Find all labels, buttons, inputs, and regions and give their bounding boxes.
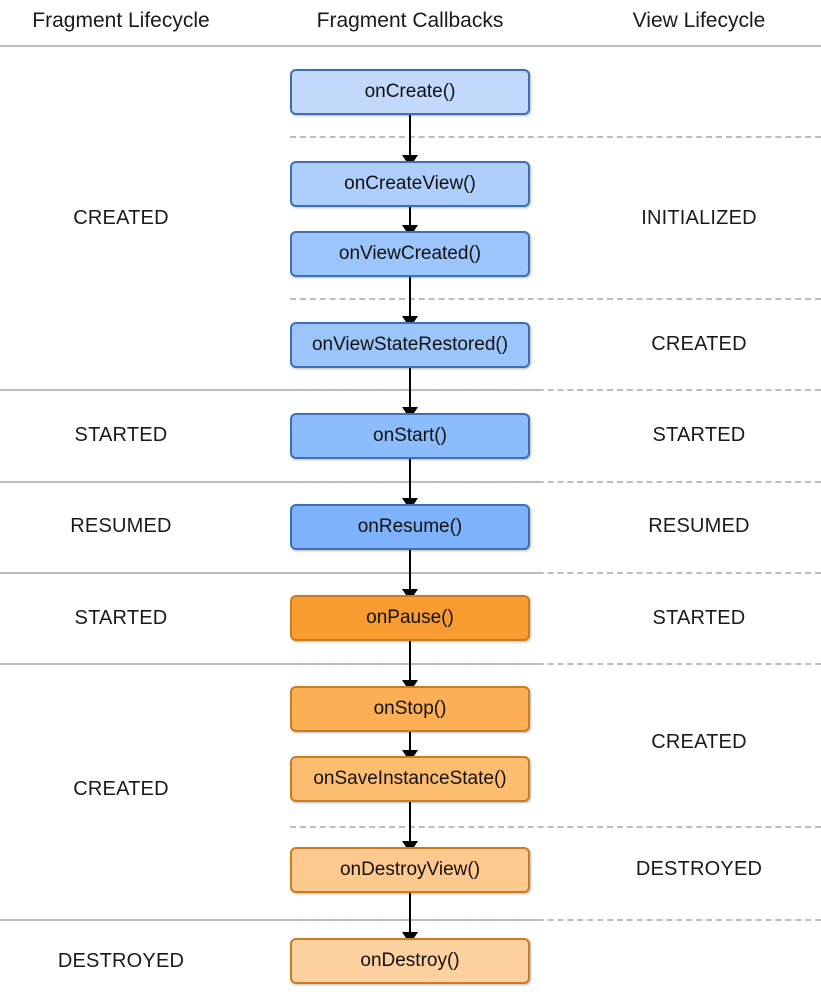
view-state-created: CREATED bbox=[651, 333, 747, 355]
column-header-view-lifecycle: View Lifecycle bbox=[632, 9, 766, 32]
callback-box-onsaveinstancestate[interactable]: onSaveInstanceState() bbox=[290, 756, 530, 802]
fragment-state-divider bbox=[0, 389, 540, 391]
callback-box-onresume[interactable]: onResume() bbox=[290, 504, 530, 550]
callback-box-onpause[interactable]: onPause() bbox=[290, 595, 530, 641]
view-state-resumed: RESUMED bbox=[648, 515, 750, 537]
arrow-shaft bbox=[409, 115, 411, 155]
arrow-shaft bbox=[409, 277, 411, 316]
callback-box-ondestroyview[interactable]: onDestroyView() bbox=[290, 847, 530, 893]
callback-box-onstart[interactable]: onStart() bbox=[290, 413, 530, 459]
arrow-shaft bbox=[409, 368, 411, 407]
fragment-state-resumed: RESUMED bbox=[70, 515, 172, 537]
view-state-started: STARTED bbox=[652, 607, 746, 629]
column-header-row: Fragment Lifecycle Fragment Callbacks Vi… bbox=[0, 0, 821, 45]
callback-box-onviewcreated[interactable]: onViewCreated() bbox=[290, 231, 530, 277]
view-state-created: CREATED bbox=[651, 731, 747, 753]
arrow-shaft bbox=[409, 732, 411, 750]
callback-box-ondestroy[interactable]: onDestroy() bbox=[290, 938, 530, 984]
fragment-state-divider bbox=[0, 572, 540, 574]
view-state-divider bbox=[290, 298, 821, 300]
fragment-state-divider bbox=[0, 919, 540, 921]
arrow-shaft bbox=[409, 893, 411, 932]
fragment-state-divider bbox=[0, 481, 540, 483]
callback-box-onviewstaterestored[interactable]: onViewStateRestored() bbox=[290, 322, 530, 368]
view-state-divider bbox=[290, 663, 821, 665]
column-header-fragment-callbacks: Fragment Callbacks bbox=[316, 9, 504, 32]
fragment-state-created: CREATED bbox=[73, 207, 169, 229]
arrow-shaft bbox=[409, 459, 411, 498]
view-state-initialized: INITIALIZED bbox=[641, 207, 757, 229]
fragment-state-created: CREATED bbox=[73, 778, 169, 800]
callback-box-onstop[interactable]: onStop() bbox=[290, 686, 530, 732]
view-state-divider bbox=[290, 572, 821, 574]
view-state-divider bbox=[290, 481, 821, 483]
arrow-shaft bbox=[409, 641, 411, 680]
view-state-divider bbox=[290, 136, 821, 138]
arrow-shaft bbox=[409, 802, 411, 841]
fragment-state-started: STARTED bbox=[74, 424, 168, 446]
callback-box-oncreate[interactable]: onCreate() bbox=[290, 69, 530, 115]
view-state-destroyed: DESTROYED bbox=[635, 858, 763, 880]
arrow-shaft bbox=[409, 550, 411, 589]
header-divider bbox=[0, 45, 821, 47]
arrow-shaft bbox=[409, 207, 411, 225]
callback-box-oncreateview[interactable]: onCreateView() bbox=[290, 161, 530, 207]
fragment-state-started: STARTED bbox=[74, 607, 168, 629]
view-state-started: STARTED bbox=[652, 424, 746, 446]
fragment-state-destroyed: DESTROYED bbox=[57, 950, 185, 972]
view-state-divider bbox=[290, 826, 821, 828]
fragment-state-divider bbox=[0, 663, 540, 665]
view-state-divider bbox=[290, 919, 821, 921]
view-state-divider bbox=[290, 389, 821, 391]
column-header-fragment-lifecycle: Fragment Lifecycle bbox=[32, 9, 210, 32]
